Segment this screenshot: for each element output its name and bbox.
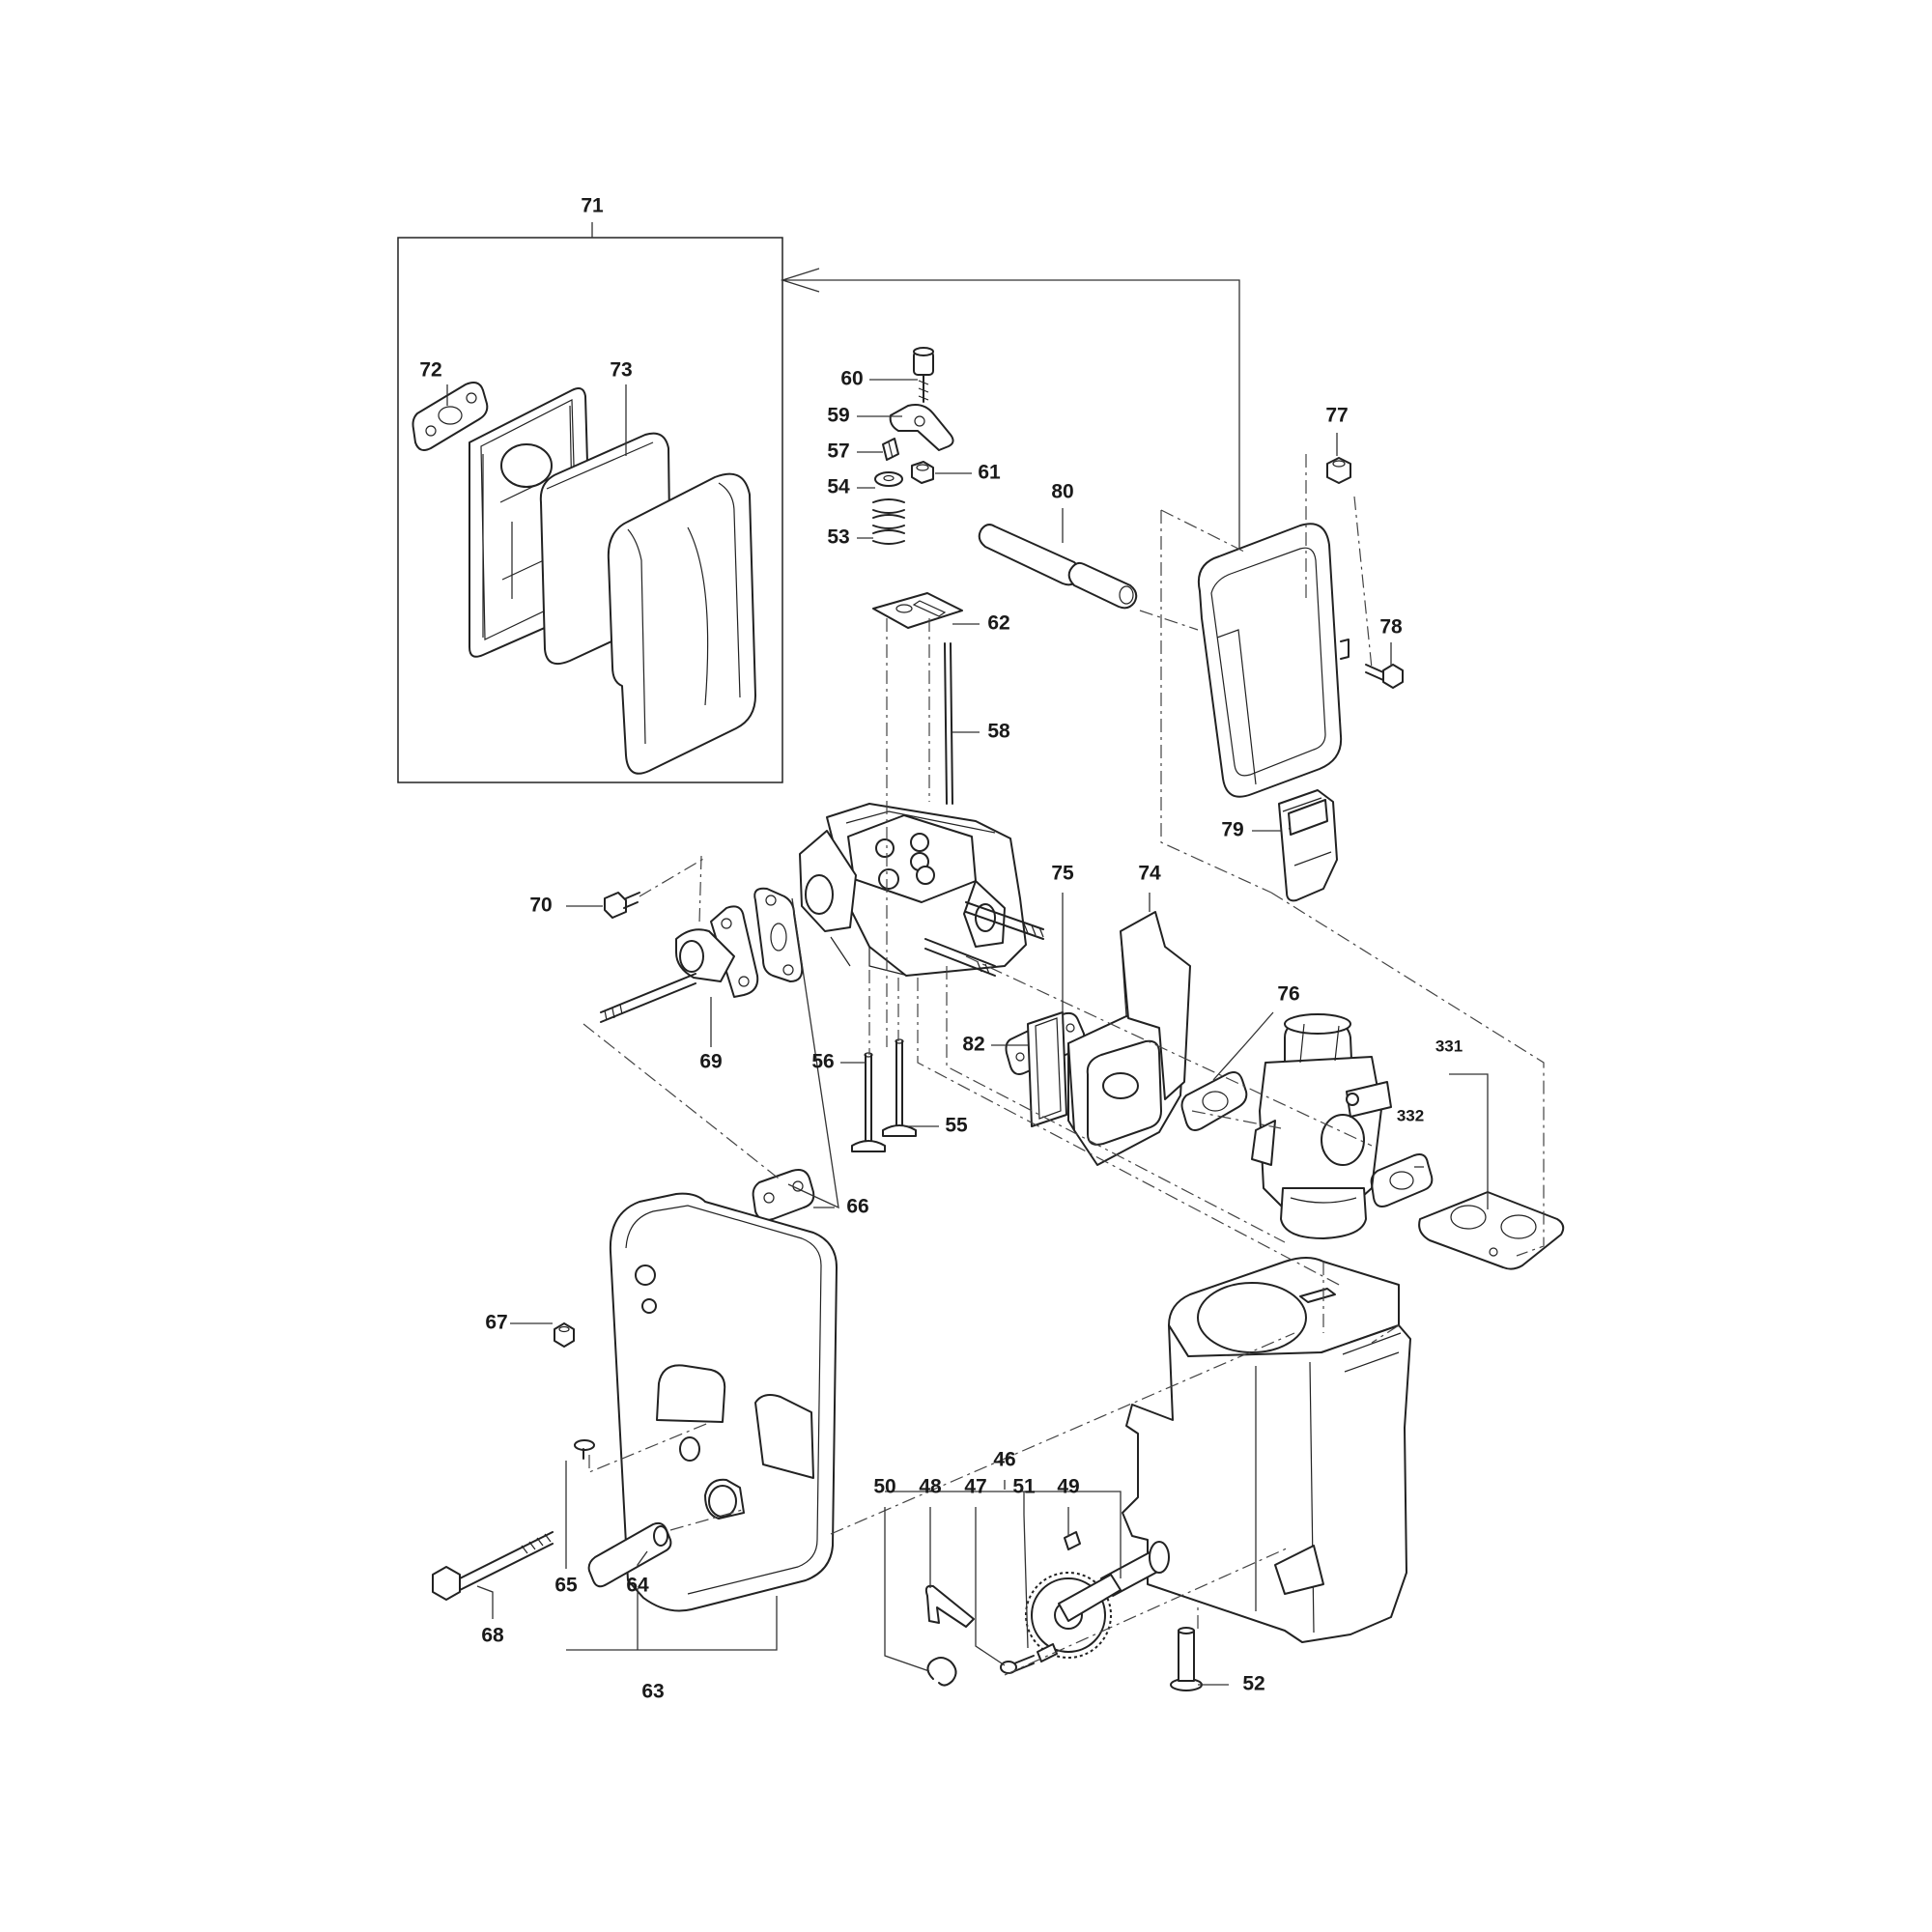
label-52: 52 xyxy=(1242,1673,1264,1695)
label-54: 54 xyxy=(827,476,850,498)
label-49: 49 xyxy=(1057,1476,1079,1498)
label-50: 50 xyxy=(873,1476,895,1498)
label-72: 72 xyxy=(419,359,441,382)
air-filter-group xyxy=(397,222,1240,783)
insulator-82 xyxy=(1027,1011,1067,1127)
filter-cover xyxy=(607,472,756,775)
nut-67 xyxy=(554,1322,575,1348)
label-70: 70 xyxy=(529,895,552,917)
gasket-66-lower xyxy=(752,1169,815,1221)
muffler xyxy=(609,1192,838,1612)
gasket-72 xyxy=(412,382,489,451)
label-75: 75 xyxy=(1051,863,1074,885)
label-66: 66 xyxy=(846,1196,868,1218)
assembly-lines xyxy=(582,454,1545,1676)
air-filter-frame xyxy=(397,237,783,783)
camshaft xyxy=(1025,1541,1170,1659)
label-68: 68 xyxy=(481,1625,504,1647)
spacer-74 xyxy=(1067,911,1191,1166)
nut-77 xyxy=(1326,457,1351,484)
label-69: 69 xyxy=(699,1051,722,1073)
gasket-332 xyxy=(1370,1153,1434,1208)
label-53: 53 xyxy=(827,526,849,549)
pipe-80 xyxy=(978,524,1138,610)
label-332: 332 xyxy=(1397,1106,1424,1124)
valve-55 xyxy=(882,1038,917,1137)
spring-53 xyxy=(872,498,905,545)
long-studs xyxy=(600,973,696,1023)
collet-57 xyxy=(882,438,899,461)
label-51: 51 xyxy=(1012,1476,1036,1498)
bolt-68 xyxy=(432,1531,554,1601)
label-48: 48 xyxy=(919,1476,942,1498)
pushrod-58 xyxy=(944,642,953,805)
label-65: 65 xyxy=(554,1575,578,1597)
label-58: 58 xyxy=(987,721,1010,743)
callout-labels: 71 72 73 60 59 57 54 61 53 62 58 80 77 7… xyxy=(419,195,1463,1703)
lever-48 xyxy=(924,1584,975,1628)
label-57: 57 xyxy=(827,440,849,463)
label-78: 78 xyxy=(1379,616,1403,639)
studs xyxy=(924,901,1044,977)
label-76: 76 xyxy=(1277,983,1299,1006)
label-74: 74 xyxy=(1138,863,1161,885)
carburetor xyxy=(1251,1013,1392,1239)
leader-lines xyxy=(446,379,1489,1686)
rocker-bolt-60 xyxy=(913,347,934,403)
label-77: 77 xyxy=(1325,405,1348,427)
sleeve-64 xyxy=(587,1521,672,1588)
label-60: 60 xyxy=(840,368,863,390)
label-62: 62 xyxy=(987,612,1009,635)
label-61: 61 xyxy=(978,462,1001,484)
label-46: 46 xyxy=(993,1449,1015,1471)
crankcase xyxy=(1122,1257,1411,1643)
plate-331 xyxy=(1418,1191,1565,1270)
pin-51 xyxy=(1037,1643,1058,1662)
label-82: 82 xyxy=(962,1034,984,1056)
screw-65 xyxy=(574,1439,595,1460)
label-63: 63 xyxy=(641,1681,664,1703)
label-56: 56 xyxy=(811,1051,834,1073)
label-47: 47 xyxy=(964,1476,986,1498)
bolt-70 xyxy=(604,892,640,919)
label-73: 73 xyxy=(610,359,632,382)
label-55: 55 xyxy=(945,1115,968,1137)
label-331: 331 xyxy=(1435,1037,1463,1055)
label-71: 71 xyxy=(581,195,604,217)
intake-tube-69 xyxy=(675,905,759,998)
label-79: 79 xyxy=(1221,819,1243,841)
bolt-78 xyxy=(1365,664,1404,689)
spark-arrestor-79 xyxy=(1278,789,1338,902)
gasket-76 xyxy=(1180,1071,1248,1131)
clip-50 xyxy=(926,1657,957,1687)
gasket-66-upper xyxy=(753,887,804,982)
key-49 xyxy=(1064,1531,1081,1550)
valve-56 xyxy=(851,1052,886,1152)
label-80: 80 xyxy=(1051,481,1073,503)
label-64: 64 xyxy=(626,1575,649,1597)
label-59: 59 xyxy=(827,405,849,427)
retainer-54 xyxy=(874,471,903,487)
rocker-arm-59 xyxy=(889,404,954,451)
guide-plate-62 xyxy=(872,592,963,629)
label-67: 67 xyxy=(485,1312,507,1334)
nut-61 xyxy=(911,461,934,484)
cylinder-head xyxy=(799,803,1027,977)
muffler-cover xyxy=(1198,523,1350,798)
pin-52 xyxy=(1170,1627,1203,1691)
